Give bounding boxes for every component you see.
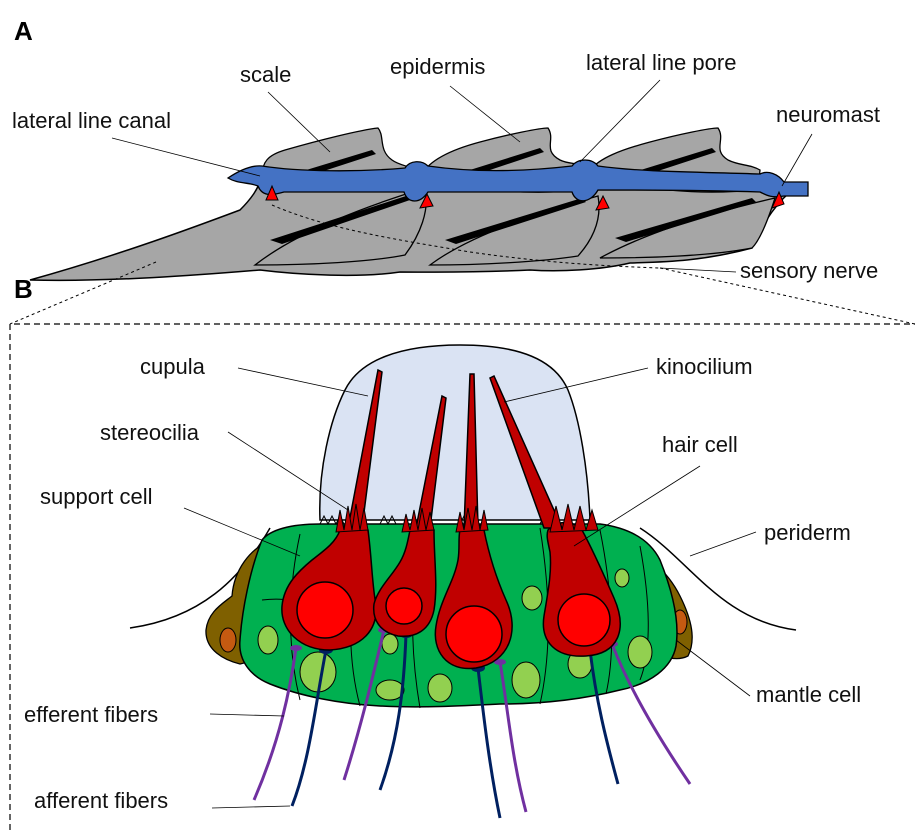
label-afferent-fibers: afferent fibers (34, 788, 168, 813)
support-nucleus (522, 586, 542, 610)
label-scale: scale (240, 62, 291, 87)
label-sensory-nerve: sensory nerve (740, 258, 878, 283)
mantle-nucleus (220, 628, 236, 652)
hair-cell-nucleus (386, 588, 422, 624)
panel-a-letter: A (14, 16, 33, 46)
support-nucleus (258, 626, 278, 654)
label-stereocilia: stereocilia (100, 420, 200, 445)
support-nucleus (382, 634, 398, 654)
support-nucleus (615, 569, 629, 587)
label-lateral-line-canal: lateral line canal (12, 108, 171, 133)
hair-cell-nucleus (558, 594, 610, 646)
label-cupula: cupula (140, 354, 206, 379)
label-epidermis: epidermis (390, 54, 485, 79)
label-lateral-line-pore: lateral line pore (586, 50, 736, 75)
label-periderm: periderm (764, 520, 851, 545)
label-efferent-fibers: efferent fibers (24, 702, 158, 727)
label-neuromast: neuromast (776, 102, 880, 127)
fish-skin-section (30, 128, 808, 280)
support-nucleus (628, 636, 652, 668)
panel-b-letter: B (14, 274, 33, 304)
hair-cell-nucleus (297, 582, 353, 638)
neuromast-detail (130, 345, 796, 818)
label-mantle-cell: mantle cell (756, 682, 861, 707)
support-nucleus (376, 680, 404, 700)
label-support-cell: support cell (40, 484, 153, 509)
support-nucleus (428, 674, 452, 702)
label-hair-cell: hair cell (662, 432, 738, 457)
hair-cell-nucleus (446, 606, 502, 662)
support-nucleus (512, 662, 540, 698)
label-kinocilium: kinocilium (656, 354, 753, 379)
